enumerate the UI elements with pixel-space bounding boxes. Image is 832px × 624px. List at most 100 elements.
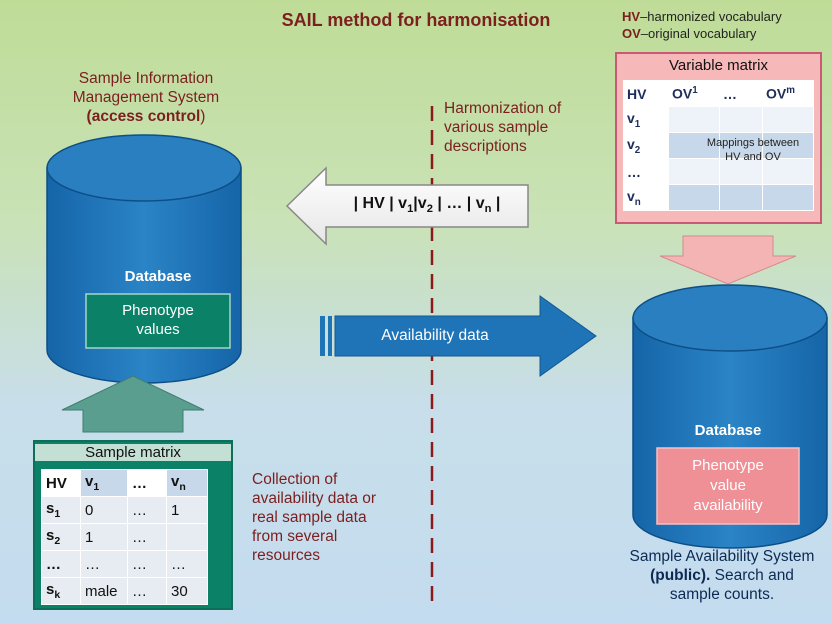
harmonization-label: Harmonization of various sample descript… — [444, 99, 561, 156]
availability-arrow-shape — [320, 295, 597, 377]
right-system-line1: Sample Availability System — [629, 548, 815, 565]
vm-row-head: vn — [623, 184, 669, 211]
green-up-arrow — [61, 375, 205, 433]
arrow-sep: | — [466, 195, 472, 212]
sm-cell: … — [127, 496, 167, 524]
sm-row-head: … — [41, 550, 81, 578]
sm-cell: … — [127, 577, 167, 605]
sm-cell: … — [127, 523, 167, 551]
right-system-line2-end: Search and — [710, 567, 794, 584]
vm-header-ovm: OVm — [762, 80, 814, 107]
sm-cell: 1 — [80, 523, 128, 551]
vm-header-ov1: OV1 — [668, 80, 720, 107]
right-system-line3: sample counts. — [669, 586, 775, 603]
collection-label: Collection of availability data or real … — [252, 470, 376, 565]
diagram-title: SAIL method for harmonisation — [281, 10, 551, 30]
right-phenotype-line1: Phenotype — [692, 457, 764, 474]
left-system-line2: Management System — [72, 89, 220, 106]
legend-ov: OV–original vocabulary — [622, 25, 782, 42]
left-system-line3: (access control) — [48, 107, 244, 126]
table-row: vn — [623, 184, 814, 211]
left-arrow-shape — [285, 166, 529, 246]
arrow-ellipsis: … — [446, 195, 463, 212]
sample-matrix-title: Sample matrix — [35, 444, 231, 461]
collection-line3: real sample data — [252, 509, 367, 526]
harmonization-line2: various sample — [444, 119, 549, 136]
sm-cell: … — [166, 550, 208, 578]
left-database-label: Database — [124, 268, 192, 285]
right-phenotype-box — [656, 447, 800, 525]
table-row: s1 0 … 1 — [41, 496, 208, 524]
arrow-sep: | — [437, 195, 442, 212]
arrow-sep: | — [413, 195, 418, 212]
legend-hv-text: –harmonized vocabulary — [640, 9, 782, 24]
collection-line4: from several — [252, 528, 338, 545]
vm-row-head: v1 — [623, 106, 669, 133]
right-system-public-bold: (public). — [650, 567, 711, 584]
legend: HV–harmonized vocabulary OV–original voc… — [622, 8, 782, 42]
arrow-hv: HV — [362, 195, 385, 212]
vm-row-head: … — [623, 158, 669, 185]
variable-matrix-table: HV OV1 … OVm v1 v2 … vn — [623, 80, 814, 211]
arrow-sep: | — [353, 195, 359, 212]
mapping-note: Mappings between HV and OV — [695, 136, 811, 164]
left-system-access-bold: (access control — [86, 108, 201, 125]
sm-cell: … — [80, 550, 128, 578]
right-system-line2: (public). Search and — [614, 566, 830, 585]
pink-down-arrow — [659, 235, 797, 285]
table-row: sk male … 30 — [41, 577, 208, 605]
mapping-line2: HV and OV — [725, 151, 781, 163]
legend-hv: HV–harmonized vocabulary — [622, 8, 782, 25]
sm-cell: 0 — [80, 496, 128, 524]
sm-header-ellipsis: … — [127, 469, 167, 497]
sm-header-v1: v1 — [80, 469, 128, 497]
collection-line1: Collection of — [252, 471, 338, 488]
harmonization-line1: Harmonization of — [444, 100, 562, 117]
left-system-label: Sample Information Management System (ac… — [48, 69, 244, 126]
sample-matrix-table: HV v1 … vn s1 0 … 1 s2 1 … … … … … — [41, 469, 208, 605]
harmonization-line3: descriptions — [444, 138, 527, 155]
table-row: … — [623, 158, 814, 185]
left-phenotype-text: Phenotype values — [86, 301, 230, 339]
table-row: … … … … — [41, 550, 208, 578]
sm-row-head: s1 — [41, 496, 81, 524]
left-arrow-label: | HV | v1|v2 | … | vn | — [326, 195, 528, 215]
right-system-label: Sample Availability System (public). Sea… — [614, 547, 830, 604]
sm-header-hv: HV — [41, 469, 81, 497]
arrow-sep: | — [389, 195, 394, 212]
sm-row-head: s2 — [41, 523, 81, 551]
sm-cell: 30 — [166, 577, 208, 605]
variable-matrix: Variable matrix HV OV1 … OVm v1 v2 … vn — [615, 52, 822, 224]
left-system-access-end: ) — [200, 108, 206, 125]
legend-ov-key: OV — [622, 26, 641, 41]
left-phenotype-box — [85, 293, 231, 349]
left-phenotype-line1: Phenotype — [122, 302, 194, 319]
sm-cell: … — [127, 550, 167, 578]
legend-ov-text: –original vocabulary — [640, 26, 757, 41]
collection-line2: availability data or — [252, 490, 377, 507]
legend-hv-key: HV — [622, 9, 641, 24]
vm-header-ellipsis: … — [719, 80, 763, 107]
arrow-vn: vn — [475, 195, 492, 216]
table-row: s2 1 … — [41, 523, 208, 551]
vm-row-head: v2 — [623, 132, 669, 159]
right-database-label: Database — [694, 422, 762, 439]
sm-row-head: sk — [41, 577, 81, 605]
sm-cell: male — [80, 577, 128, 605]
mapping-line1: Mappings between — [706, 137, 800, 149]
left-phenotype-line2: values — [136, 321, 180, 338]
arrow-v1: v1 — [398, 195, 414, 216]
arrow-sep: | — [495, 195, 501, 212]
collection-line5: resources — [252, 547, 321, 564]
variable-matrix-title: Variable matrix — [669, 57, 768, 74]
sm-cell — [166, 523, 208, 551]
table-row: HV OV1 … OVm — [623, 80, 814, 107]
sample-matrix: Sample matrix HV v1 … vn s1 0 … 1 s2 1 … — [33, 440, 233, 610]
vm-header-hv: HV — [623, 80, 669, 107]
right-phenotype-text: Phenotype value availability — [657, 456, 799, 516]
availability-arrow-label: Availability data — [381, 327, 489, 344]
arrow-v2: v2 — [417, 195, 433, 216]
right-phenotype-line2: value — [710, 477, 746, 494]
